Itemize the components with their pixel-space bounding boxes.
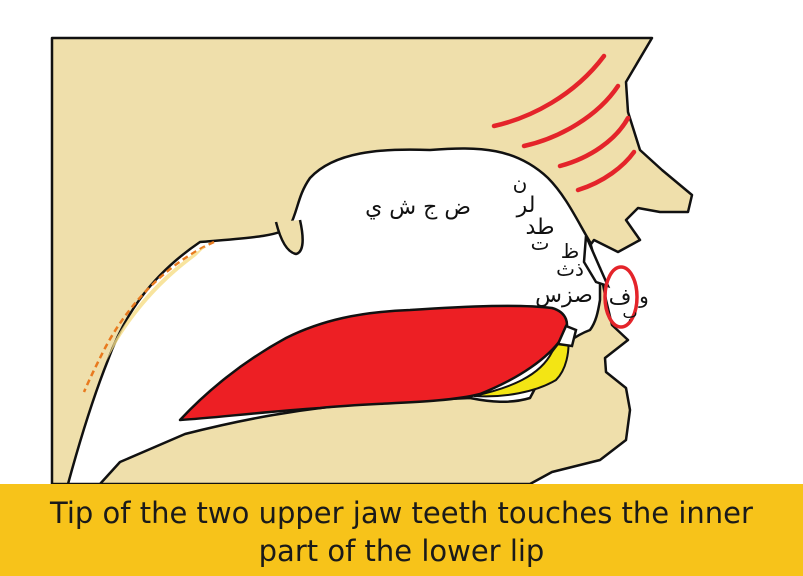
label-sibilants: صزس	[535, 283, 593, 308]
lower-teeth	[556, 324, 578, 348]
label-lip-ba: ب	[622, 303, 637, 322]
label-dha-tha: ذث	[556, 257, 584, 281]
uvula	[274, 219, 304, 256]
caption-line-2: part of the lower lip	[258, 534, 545, 568]
throat-dashed-line	[82, 240, 215, 393]
label-palate-letters: ض ج ش ي	[365, 195, 471, 220]
lip-highlight-circle	[603, 265, 639, 329]
face-tension-lines	[491, 53, 637, 193]
label-ta-da: طد	[525, 215, 554, 240]
caption-banner: Tip of the two upper jaw teeth touches t…	[0, 484, 803, 576]
caption-line-1: Tip of the two upper jaw teeth touches t…	[50, 496, 753, 530]
label-alveolar-mid: لر	[516, 193, 536, 218]
label-ta: ت	[531, 231, 550, 255]
label-alveolar-top: ن	[513, 171, 528, 195]
label-lip-waw: و	[638, 284, 649, 308]
label-tha-letters: ظ	[561, 239, 580, 263]
upper-teeth	[582, 235, 611, 289]
label-lip-fa: ف	[609, 285, 632, 310]
tongue	[178, 304, 569, 422]
